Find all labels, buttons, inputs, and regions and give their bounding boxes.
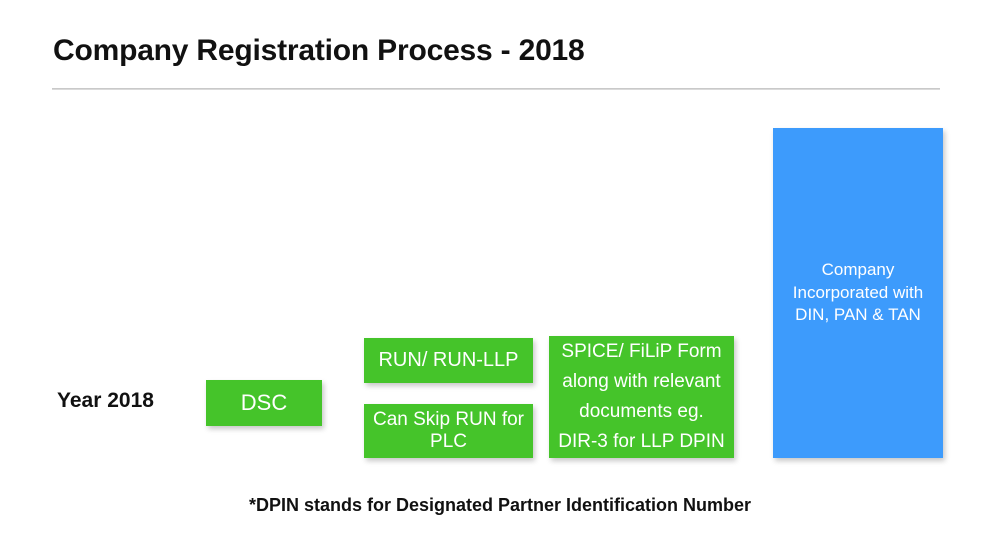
process-step-dsc-label: DSC xyxy=(240,390,288,416)
spice-line-1: SPICE/ FiLiP Form xyxy=(561,341,722,363)
year-label: Year 2018 xyxy=(57,389,154,412)
incorporated-line-3: DIN, PAN & TAN xyxy=(795,305,921,325)
footnote-text: *DPIN stands for Designated Partner Iden… xyxy=(248,495,752,515)
process-step-run-label: RUN/ RUN-LLP xyxy=(378,348,519,371)
page-title: Company Registration Process - 2018 xyxy=(53,34,585,67)
process-step-skip-run-label: Can Skip RUN for PLC xyxy=(373,408,524,452)
process-step-skip-run[interactable]: Can Skip RUN for PLC xyxy=(364,404,533,458)
spice-line-3: documents eg. xyxy=(579,401,704,422)
incorporated-line-2: Incorporated with xyxy=(792,282,924,302)
process-step-incorporated-label: Company Incorporated with DIN, PAN & TAN xyxy=(793,259,923,328)
incorporated-line-1: Company xyxy=(821,259,895,279)
spice-line-2: along with relevant xyxy=(562,371,721,393)
spice-line-4: DIR-3 for LLP DPIN xyxy=(558,430,725,452)
process-step-dsc[interactable]: DSC xyxy=(206,380,322,426)
process-step-spice-label: SPICE/ FiLiP Form along with relevant do… xyxy=(558,337,724,456)
title-divider xyxy=(52,88,940,90)
process-step-incorporated[interactable]: Company Incorporated with DIN, PAN & TAN xyxy=(773,128,943,458)
process-step-run[interactable]: RUN/ RUN-LLP xyxy=(364,338,533,383)
process-step-spice[interactable]: SPICE/ FiLiP Form along with relevant do… xyxy=(549,336,734,458)
